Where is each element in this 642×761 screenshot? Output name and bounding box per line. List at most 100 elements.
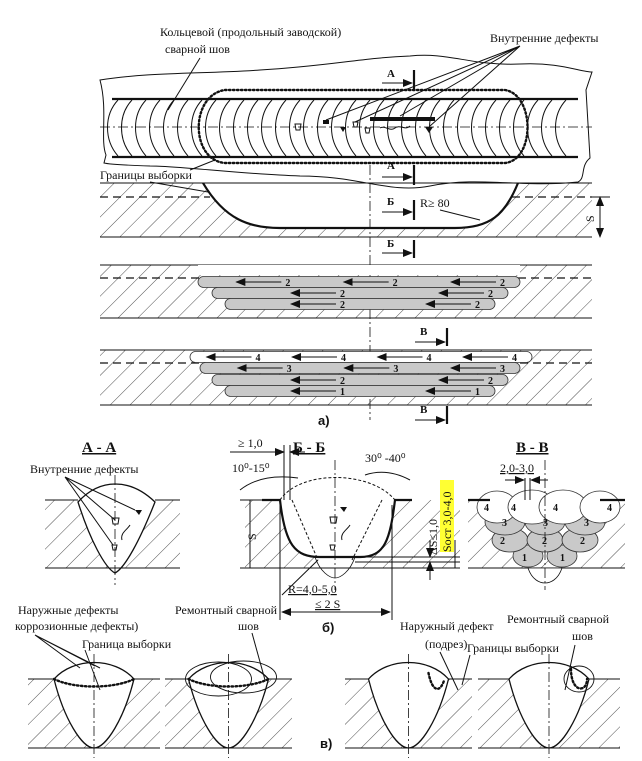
ripple-arc	[107, 99, 119, 157]
excavation-boundary	[202, 182, 520, 230]
repair-weld	[563, 665, 595, 693]
pass-number: 2	[475, 300, 480, 311]
bead-number: 4	[553, 503, 558, 514]
ripple-arc	[499, 99, 511, 157]
ripple-arc	[373, 99, 385, 157]
section-vv-title: В - В	[516, 440, 549, 456]
external-defects-line1: Наружные дефекты	[18, 603, 118, 617]
svg-text:В: В	[420, 326, 428, 338]
caption-b: б)	[322, 620, 334, 635]
bead-number: 2	[542, 536, 547, 547]
repair-weld2-line1: Ремонтный сварной	[507, 612, 610, 626]
ripple-arc	[177, 99, 189, 157]
bead-number: 4	[607, 503, 612, 514]
ripple-arc	[233, 99, 245, 157]
section-a-bottom: А	[382, 160, 416, 185]
ripple-arc	[135, 99, 147, 157]
boundary-single-label: Граница выборки	[82, 637, 172, 651]
pass-number: 2	[340, 300, 345, 311]
ripple-arc	[471, 99, 483, 157]
repair-weld-line2: шов	[238, 619, 259, 633]
bead-number: 3	[543, 518, 548, 529]
section-bb-title: Б - Б	[293, 440, 325, 456]
bead-number: 4	[484, 503, 489, 514]
excavation-profile: R≥ 80 S	[100, 182, 610, 238]
pass-number: 1	[340, 387, 345, 398]
pass-number: 4	[427, 353, 432, 364]
ripple-arc	[247, 99, 259, 157]
boundary-leader	[189, 159, 216, 171]
svg-text:А: А	[387, 68, 395, 80]
section-v-bottom: В	[415, 404, 449, 424]
section-bb: Б - Б ≥ 1,0 10⁰-15⁰ 30⁰ -40⁰ S ΔS≤1,0 Sо…	[230, 436, 460, 635]
svg-text:В: В	[420, 404, 428, 416]
ripple-arc	[345, 99, 357, 157]
ripple-arc	[541, 99, 553, 157]
external-defects-line2: коррозионные дефекты)	[15, 619, 138, 633]
panel-repair	[165, 654, 292, 758]
sample-boundary-oval	[197, 88, 529, 165]
ripple-arc	[163, 99, 175, 157]
seam-leader	[167, 57, 201, 111]
ripple-arc	[555, 99, 567, 157]
s-rest-label: Sост 3,0-4,0	[440, 491, 454, 552]
defects-leaders	[325, 45, 521, 127]
seam-label-line1: Кольцевой (продольный заводской)	[160, 25, 341, 39]
angle-left-label: 10⁰-15⁰	[232, 461, 270, 475]
angle-right-label: 30⁰ -40⁰	[365, 451, 406, 465]
repair-weld2-line2: шов	[572, 629, 593, 643]
ripple-arc	[387, 99, 399, 157]
svg-text:А: А	[387, 160, 395, 172]
section-aa-title: А - А	[82, 440, 116, 456]
caption-a: а)	[318, 413, 330, 428]
ripple-arc	[443, 99, 455, 157]
ripple-arc	[219, 99, 231, 157]
ripple-arc	[527, 99, 539, 157]
delta-s-label: ΔS≤1,0	[426, 519, 440, 555]
undercut-boundary	[427, 671, 446, 690]
sample-boundary	[52, 677, 136, 688]
pass-number: 2	[285, 278, 290, 289]
thickness-label: S	[583, 215, 597, 222]
svg-text:Б: Б	[387, 196, 394, 208]
ripple-arc	[289, 99, 301, 157]
sample-boundary-label: Границы выборки	[100, 168, 193, 182]
bb-thickness-label: S	[245, 533, 259, 540]
width-label: ≤ 2 S	[315, 597, 340, 611]
internal-defects-label: Внутренние дефекты	[490, 31, 598, 45]
section-a-top: А	[382, 68, 416, 90]
ripple-arc	[191, 99, 203, 157]
pass-number: 2	[340, 289, 345, 300]
bead-number: 2	[500, 536, 505, 547]
bead-number: 3	[502, 518, 507, 529]
repair-weld-line1: Ремонтный сварной	[175, 603, 278, 617]
ripple-arc	[121, 99, 133, 157]
pass-number: 2	[340, 376, 345, 387]
radius-label: R≥ 80	[420, 196, 450, 210]
section-b-bottom: Б	[382, 238, 416, 258]
ripple-arc	[485, 99, 497, 157]
panel-undercut	[345, 654, 472, 758]
weld-ripples	[107, 99, 567, 157]
panel-repair2	[478, 654, 620, 758]
ripple-arc	[275, 99, 287, 157]
pass-number: 3	[287, 364, 292, 375]
ripple-arc	[205, 99, 217, 157]
bead-number: 4	[511, 503, 516, 514]
pass-number: 1	[475, 387, 480, 398]
internal-defects-marks	[294, 117, 435, 134]
bead-number: 1	[560, 553, 565, 564]
bead-number: 1	[522, 553, 527, 564]
pass-number: 4	[512, 353, 517, 364]
pass-number: 2	[488, 376, 493, 387]
external-defects-panels	[28, 654, 620, 758]
section-v-top: В	[415, 326, 449, 346]
pass-number: 3	[500, 364, 505, 375]
pass-number: 4	[256, 353, 261, 364]
radius-bb-label: R=4,0-5,0	[288, 582, 337, 596]
sample-boundary	[187, 677, 270, 688]
